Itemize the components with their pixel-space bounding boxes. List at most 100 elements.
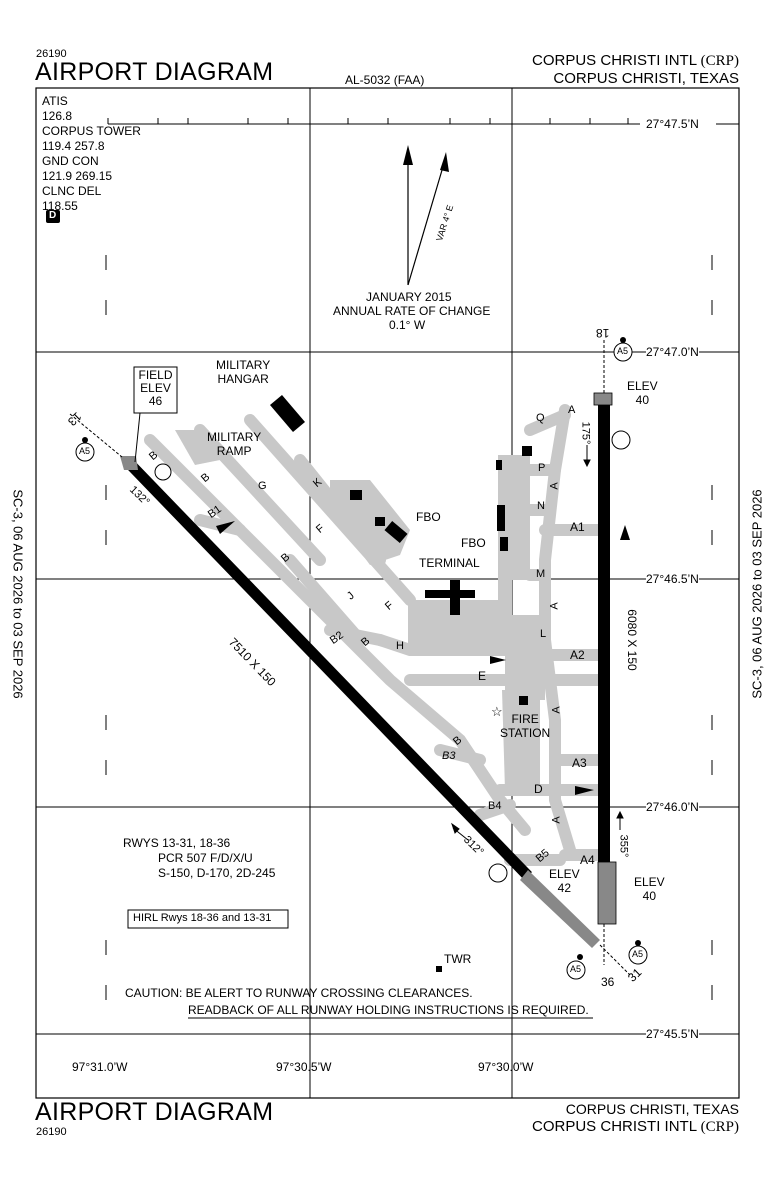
- pavement-heading: RWYS 13-31, 18-36: [123, 836, 231, 850]
- airport-name-top: CORPUS CHRISTI INTL (CRP): [532, 52, 739, 70]
- approach-light-a5-36: A5: [632, 949, 644, 959]
- caution-line-2: READBACK OF ALL RUNWAY HOLDING INSTRUCTI…: [188, 1003, 589, 1017]
- taxiway-label-a-3: A: [548, 602, 561, 610]
- city-top: CORPUS CHRISTI, TEXAS: [553, 70, 739, 87]
- approach-light-a5-31: A5: [570, 964, 582, 974]
- lat-label-3: 27°46.5’N: [646, 572, 699, 586]
- field-elev-label-1: FIELD: [138, 368, 173, 382]
- terminal-concourse: [450, 580, 460, 615]
- taxiway-label-a-5: A: [550, 816, 563, 824]
- hdg-175: 175°: [579, 421, 592, 445]
- military-hangar-label: MILITARY HANGAR: [216, 358, 270, 386]
- wind-cone-e: [490, 656, 506, 664]
- taxiway-label-a4: A4: [580, 853, 595, 867]
- military-hangar: [270, 395, 305, 432]
- volume-number-bottom: 26190: [36, 1126, 67, 1138]
- taxiway-label-b3: B3: [442, 750, 456, 762]
- side-ticks: [105, 255, 713, 1000]
- lat-label-2: 27°47.0’N: [646, 345, 699, 359]
- taxiway-f: [244, 414, 416, 606]
- elev-36-value: 40: [642, 889, 657, 903]
- circle-symbols: [75, 342, 648, 980]
- fire-station-label-1: FIRE: [511, 712, 539, 726]
- wind-cone-b1: [216, 521, 235, 534]
- taxiway-label-q: Q: [536, 412, 545, 424]
- taxiway-g: [194, 424, 326, 566]
- taxiway-b4: [474, 799, 516, 821]
- star-beacon-icon: ☆: [491, 704, 503, 719]
- fbo-label-1: FBO: [416, 510, 441, 524]
- airport-code: (CRP): [700, 1119, 739, 1135]
- approach-lights: [69, 340, 631, 976]
- rwy-18-36-dims: 6080 X 150: [625, 609, 639, 671]
- rwy-18-label: 18: [596, 326, 610, 340]
- lon-label-2: 97°30.5’W: [276, 1060, 332, 1074]
- taxiway-k: [294, 454, 386, 566]
- tower-freq: 119.4 257.8: [42, 139, 105, 153]
- lon-label-3: 97°30.0’W: [478, 1060, 534, 1074]
- atis-label: ATIS: [42, 94, 68, 108]
- military-hangar-label-1: MILITARY: [216, 358, 271, 372]
- map-frame: [35, 87, 740, 1099]
- elev-31-label: ELEV: [549, 867, 580, 881]
- taxiway-label-m: M: [536, 568, 546, 580]
- city-bottom: CORPUS CHRISTI, TEXAS: [565, 1101, 739, 1117]
- fbo-apron: [330, 480, 410, 565]
- lat-label-1: 27°47.5’N: [646, 117, 699, 131]
- lon-label-1: 97°31.0’W: [72, 1060, 128, 1074]
- military-hangar-label-2: HANGAR: [217, 372, 269, 386]
- taxiway-label-a3: A3: [572, 756, 587, 770]
- light-dots: [82, 337, 641, 960]
- pavement-strength: S-150, D-170, 2D-245: [158, 866, 276, 880]
- elev-31-value: 42: [557, 881, 572, 895]
- chart-title-bottom: AIRPORT DIAGRAM: [35, 1098, 274, 1126]
- tower-label: CORPUS TOWER: [42, 124, 141, 138]
- rwy-36-label: 36: [601, 975, 615, 989]
- taxiway-q: [524, 409, 571, 436]
- clnc-freq: 118.55: [42, 199, 78, 213]
- elev-18-value: 40: [635, 393, 650, 407]
- lighting-note-box: [127, 909, 289, 929]
- grid-lines: [36, 88, 739, 1098]
- magnetic-rate-value: 0.1° W: [389, 318, 426, 332]
- pavement-pcr: PCR 507 F/D/X/U: [158, 851, 253, 865]
- fire-station-label-2: STATION: [500, 726, 551, 740]
- taxiway-label-a-2: A: [548, 482, 561, 490]
- taxiway-label-a-1: A: [568, 404, 576, 416]
- elev-18-label: ELEV: [627, 379, 658, 393]
- military-ramp-label-2: RAMP: [216, 444, 252, 458]
- pavement: [175, 430, 545, 790]
- magnetic-rate-label: ANNUAL RATE OF CHANGE: [333, 304, 491, 318]
- elev-18: ELEV 40: [627, 379, 658, 407]
- airport-name-bottom: CORPUS CHRISTI INTL (CRP): [532, 1118, 739, 1136]
- taxiway-label-g: G: [258, 480, 267, 492]
- chart-id: AL-5032 (FAA): [345, 73, 425, 87]
- hangar-q: [522, 446, 532, 456]
- terminal-label: TERMINAL: [419, 556, 480, 570]
- east-apron: [498, 455, 530, 600]
- fbo-building-5: [500, 537, 508, 551]
- terminal-apron: [408, 600, 512, 650]
- runway-36-overrun: [597, 861, 617, 925]
- gnd-freq: 121.9 269.15: [42, 169, 113, 183]
- runway-13-31: [124, 458, 532, 880]
- fire-apron: [502, 690, 540, 790]
- taxiway-label-n: N: [537, 500, 545, 512]
- taxiway-label-b4: B4: [488, 800, 502, 812]
- airport-code: (CRP): [700, 53, 739, 69]
- fbo-building-2: [375, 517, 385, 526]
- fbo-building-3: [384, 520, 408, 544]
- fire-station-label: FIRE STATION: [500, 712, 550, 740]
- elev-36-label: ELEV: [634, 875, 665, 889]
- taxiway-b3: [434, 744, 486, 766]
- military-ramp-label-1: MILITARY: [207, 430, 262, 444]
- taxiway-j: [284, 554, 366, 646]
- wind-cone-east: [620, 525, 630, 540]
- taxiway-label-e: E: [478, 669, 487, 683]
- taxiway-label-a2: A2: [570, 648, 585, 662]
- fbo-building-4: [497, 505, 505, 531]
- buildings: [270, 395, 532, 972]
- hdg-355: 355°: [617, 834, 630, 858]
- lat-ticks-top: [107, 118, 739, 125]
